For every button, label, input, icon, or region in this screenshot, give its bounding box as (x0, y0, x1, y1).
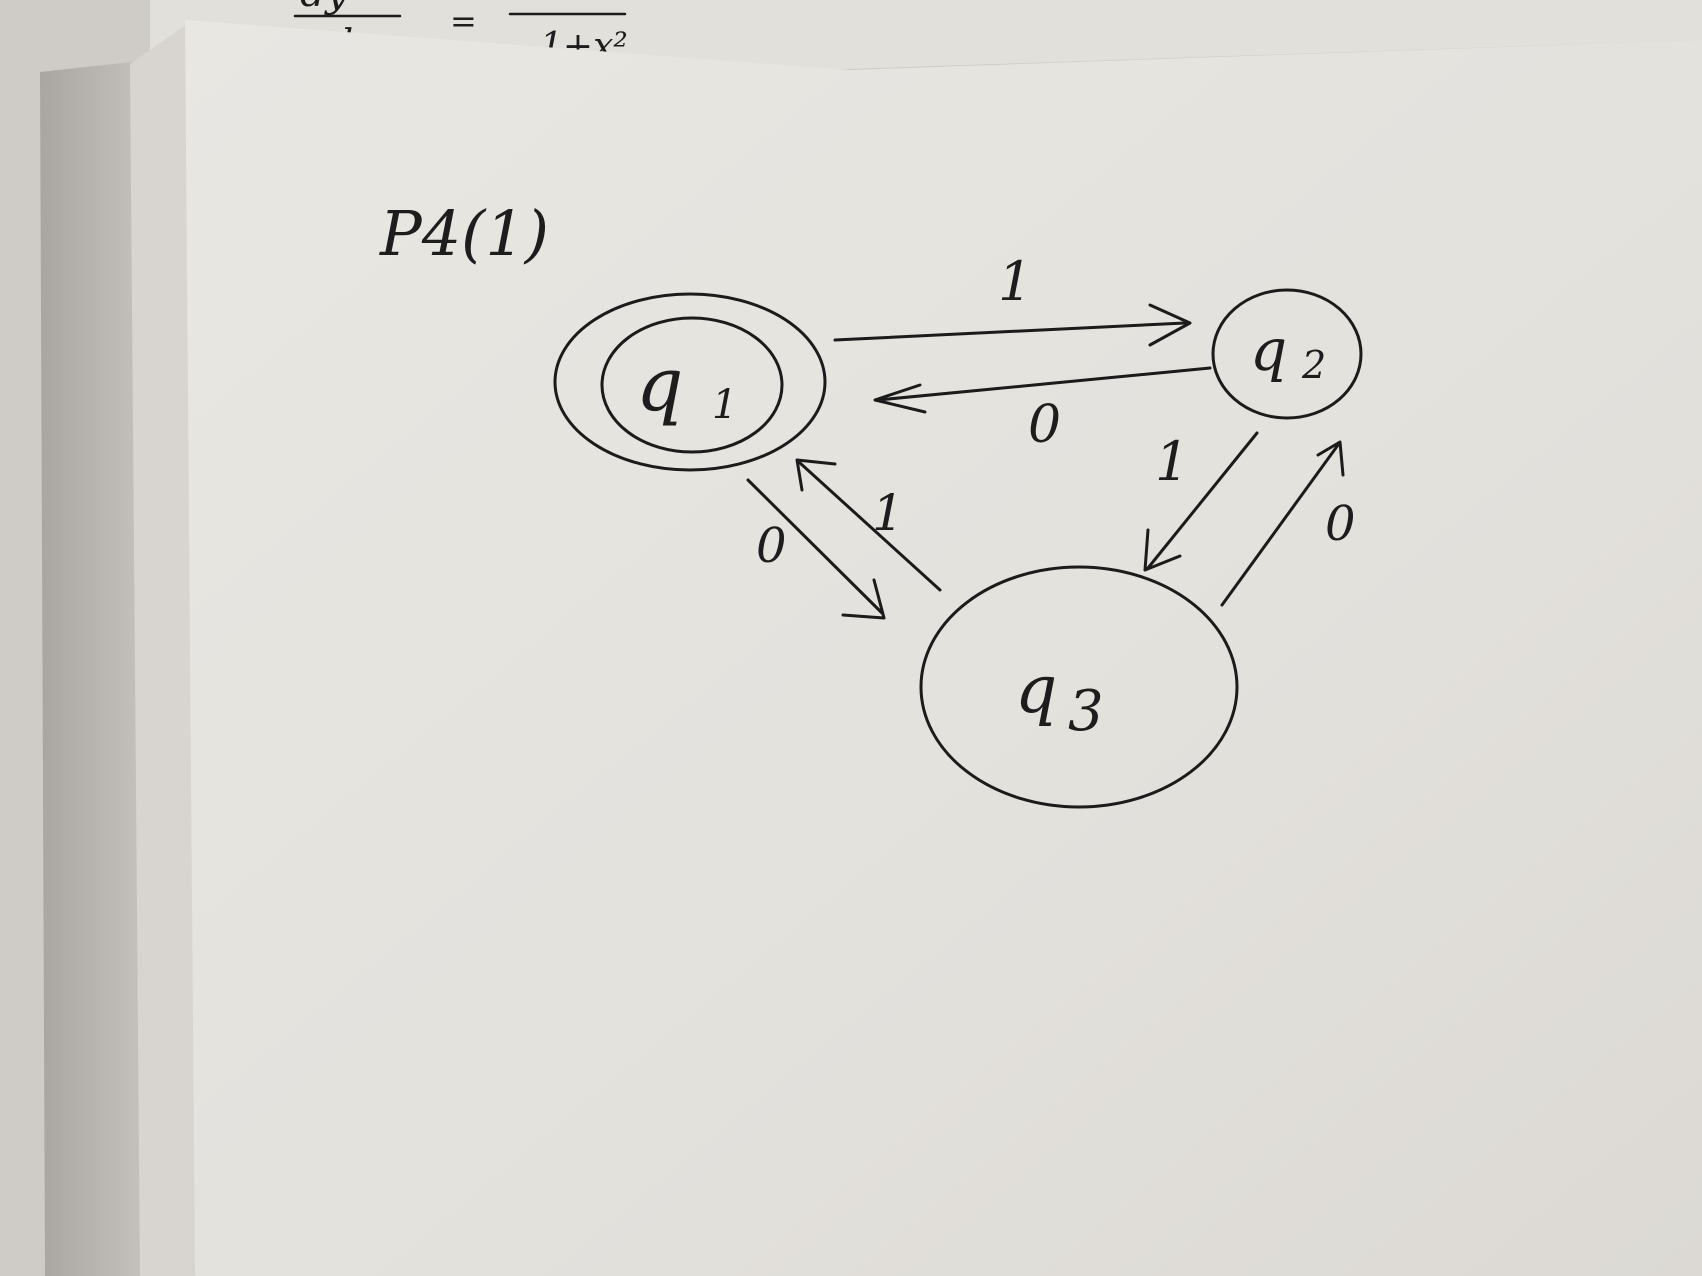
state-q1-label: q (636, 342, 683, 428)
paper-sheet (185, 20, 1702, 1276)
transition-q2-q3: 1 (1143, 430, 1259, 572)
transition-q3-q1: 1 (795, 458, 942, 592)
state-q1-outer-ring (553, 292, 827, 472)
arrow-line-q1-q2 (833, 321, 1187, 342)
state-q2-ring (1211, 288, 1363, 420)
notebook-page-edges (130, 22, 200, 1276)
arrow-line-q1-q3 (746, 478, 884, 615)
diagram-title: P4(1) (379, 197, 549, 270)
transition-q2-q1: 0 (873, 366, 1212, 455)
transition-q3-q2: 0 (1220, 440, 1356, 607)
arrow-line-q3-q2 (1220, 443, 1340, 607)
transition-label-q3-q1: 1 (872, 484, 904, 542)
notebook-shadow (40, 60, 160, 1276)
transition-q1-q3: 0 (746, 478, 886, 620)
state-q1: q 1 (553, 292, 827, 472)
transition-label-q1-q3: 0 (756, 518, 787, 574)
state-q3-ring (919, 565, 1239, 809)
arrow-line-q3-q1 (798, 461, 942, 592)
arrow-head-q1-q2 (1148, 303, 1192, 347)
state-q1-subscript: 1 (712, 382, 737, 428)
equation-equals: = (450, 2, 477, 40)
arrow-head-q3-q2 (1316, 440, 1345, 477)
transition-label-q2-q1: 0 (1028, 395, 1061, 455)
state-q3-subscript: 3 (1068, 679, 1104, 744)
state-q2-subscript: 2 (1301, 343, 1326, 387)
arrow-head-q1-q3 (841, 578, 886, 620)
state-q2: q 2 (1211, 288, 1363, 420)
arrow-head-q3-q1 (795, 458, 837, 492)
equation-numerator: dy (300, 0, 350, 16)
arrow-line-q2-q1 (876, 366, 1212, 402)
transition-q1-q2: 1 (833, 250, 1192, 347)
arrow-head-q2-q3 (1143, 528, 1182, 572)
state-q3-label: q (1015, 651, 1057, 728)
state-q2-label: q (1250, 316, 1287, 384)
transition-label-q1-q2: 1 (998, 250, 1032, 313)
state-q1-inner-ring (600, 316, 784, 454)
transition-label-q2-q3: 1 (1155, 430, 1189, 493)
arrow-line-q2-q3 (1146, 431, 1259, 570)
transition-label-q3-q2: 0 (1325, 496, 1356, 552)
arrow-head-q2-q1 (873, 383, 927, 414)
state-q3: q 3 (919, 565, 1239, 809)
